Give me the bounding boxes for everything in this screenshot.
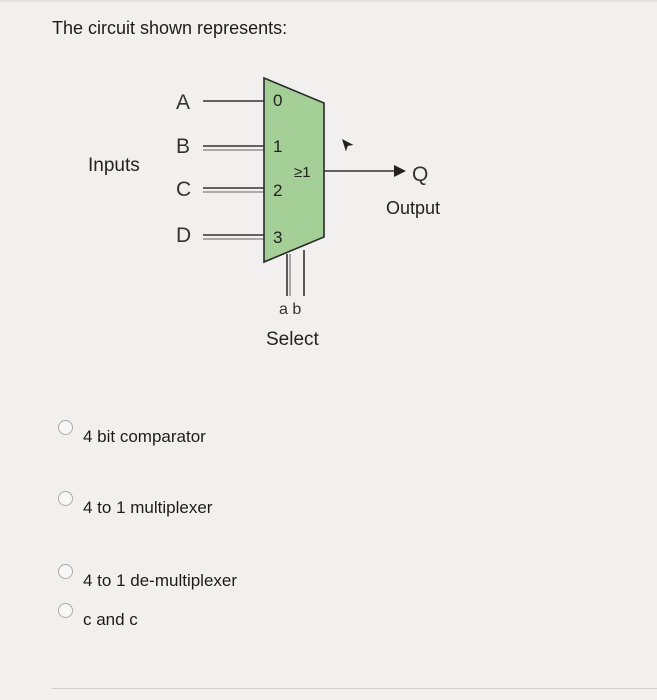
port-1-label: 1 <box>273 137 282 156</box>
output-label: Output <box>386 198 440 218</box>
port-3-label: 3 <box>273 228 282 247</box>
radio-button[interactable] <box>58 420 73 435</box>
question-text: The circuit shown represents: <box>52 18 288 38</box>
input-b-label: B <box>176 135 190 158</box>
output-arrow-icon <box>394 165 406 177</box>
port-2-label: 2 <box>273 181 282 200</box>
port-0-label: 0 <box>273 91 282 110</box>
mux-block <box>263 76 325 264</box>
bottom-divider <box>52 688 657 689</box>
input-c-label: C <box>176 178 191 201</box>
option-label: 4 to 1 multiplexer <box>83 498 213 517</box>
option-label: 4 bit comparator <box>83 427 206 446</box>
cursor-icon <box>342 139 354 152</box>
option-label: 4 to 1 de-multiplexer <box>83 571 238 590</box>
radio-button[interactable] <box>58 491 73 506</box>
input-a-label: A <box>176 91 190 114</box>
radio-button[interactable] <box>58 603 73 618</box>
select-pins-label: a b <box>279 301 301 318</box>
select-label: Select <box>266 329 320 350</box>
circuit-diagram: Inputs A B C D 0 1 2 3 ≥1 Q Output a b S… <box>88 76 440 350</box>
inputs-label: Inputs <box>88 155 140 176</box>
output-q-label: Q <box>412 163 428 186</box>
gate-symbol: ≥1 <box>294 164 311 181</box>
top-divider <box>0 0 657 2</box>
option-label: c and c <box>83 610 138 629</box>
radio-button[interactable] <box>58 564 73 579</box>
input-d-label: D <box>176 224 191 247</box>
